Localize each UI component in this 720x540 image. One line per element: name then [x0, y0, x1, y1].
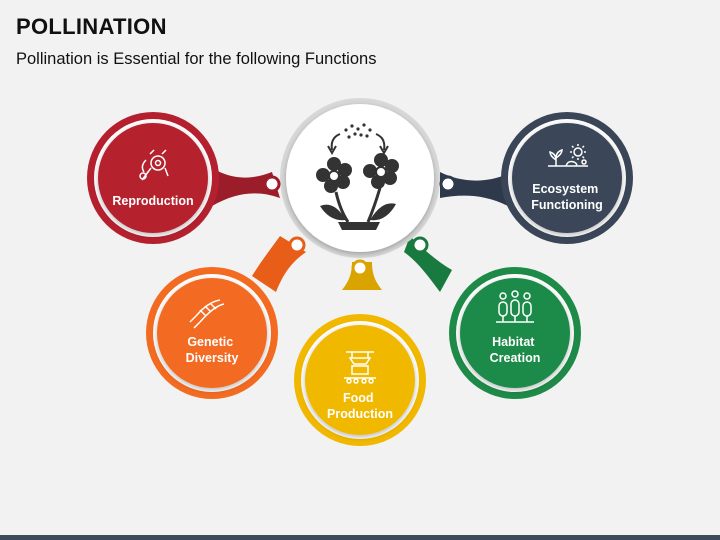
connector-reproduction: [212, 168, 280, 206]
dna-icon: [189, 299, 225, 329]
node-genetic-diversity: Genetic Diversity: [146, 267, 278, 399]
label-line: Creation: [490, 351, 541, 365]
label-line: Production: [327, 407, 393, 421]
label-line: Food: [343, 391, 374, 405]
footer-bar: [0, 535, 720, 540]
label-reproduction: Reproduction: [112, 194, 193, 208]
joint-rings: [263, 175, 457, 277]
trees-habitat-icon: [496, 290, 534, 323]
page-title: POLLINATION: [16, 14, 167, 39]
joint-habitat-creation: [411, 236, 429, 254]
label-ecosystem-functioning: Ecosystem Functioning: [531, 182, 603, 212]
flowers-pollen-icon: [316, 123, 399, 230]
label-line: Habitat: [492, 335, 535, 349]
label-food-production: Food Production: [327, 391, 393, 421]
node-reproduction: Reproduction: [87, 112, 219, 244]
label-line: Functioning: [531, 198, 603, 212]
node-food-production: Food Production: [294, 314, 426, 446]
ecosystem-sun-plant-icon: [548, 144, 588, 167]
joint-reproduction: [263, 175, 281, 193]
microscope-cell-icon: [139, 149, 169, 181]
label-habitat-creation: Habitat Creation: [490, 335, 541, 365]
center-node: [280, 98, 440, 258]
label-line: Genetic: [187, 335, 233, 349]
joint-genetic-diversity: [288, 236, 306, 254]
joint-ecosystem: [439, 175, 457, 193]
node-ecosystem-functioning: Ecosystem Functioning: [501, 112, 633, 244]
label-genetic-diversity: Genetic Diversity: [186, 335, 239, 365]
label-line: Diversity: [186, 351, 239, 365]
page-subtitle: Pollination is Essential for the followi…: [16, 50, 377, 68]
label-line: Reproduction: [112, 194, 193, 208]
food-conveyor-icon: [344, 351, 376, 384]
node-habitat-creation: Habitat Creation: [449, 267, 581, 399]
connector-ecosystem: [440, 172, 508, 206]
label-line: Ecosystem: [532, 182, 598, 196]
joint-food-production: [351, 259, 369, 277]
